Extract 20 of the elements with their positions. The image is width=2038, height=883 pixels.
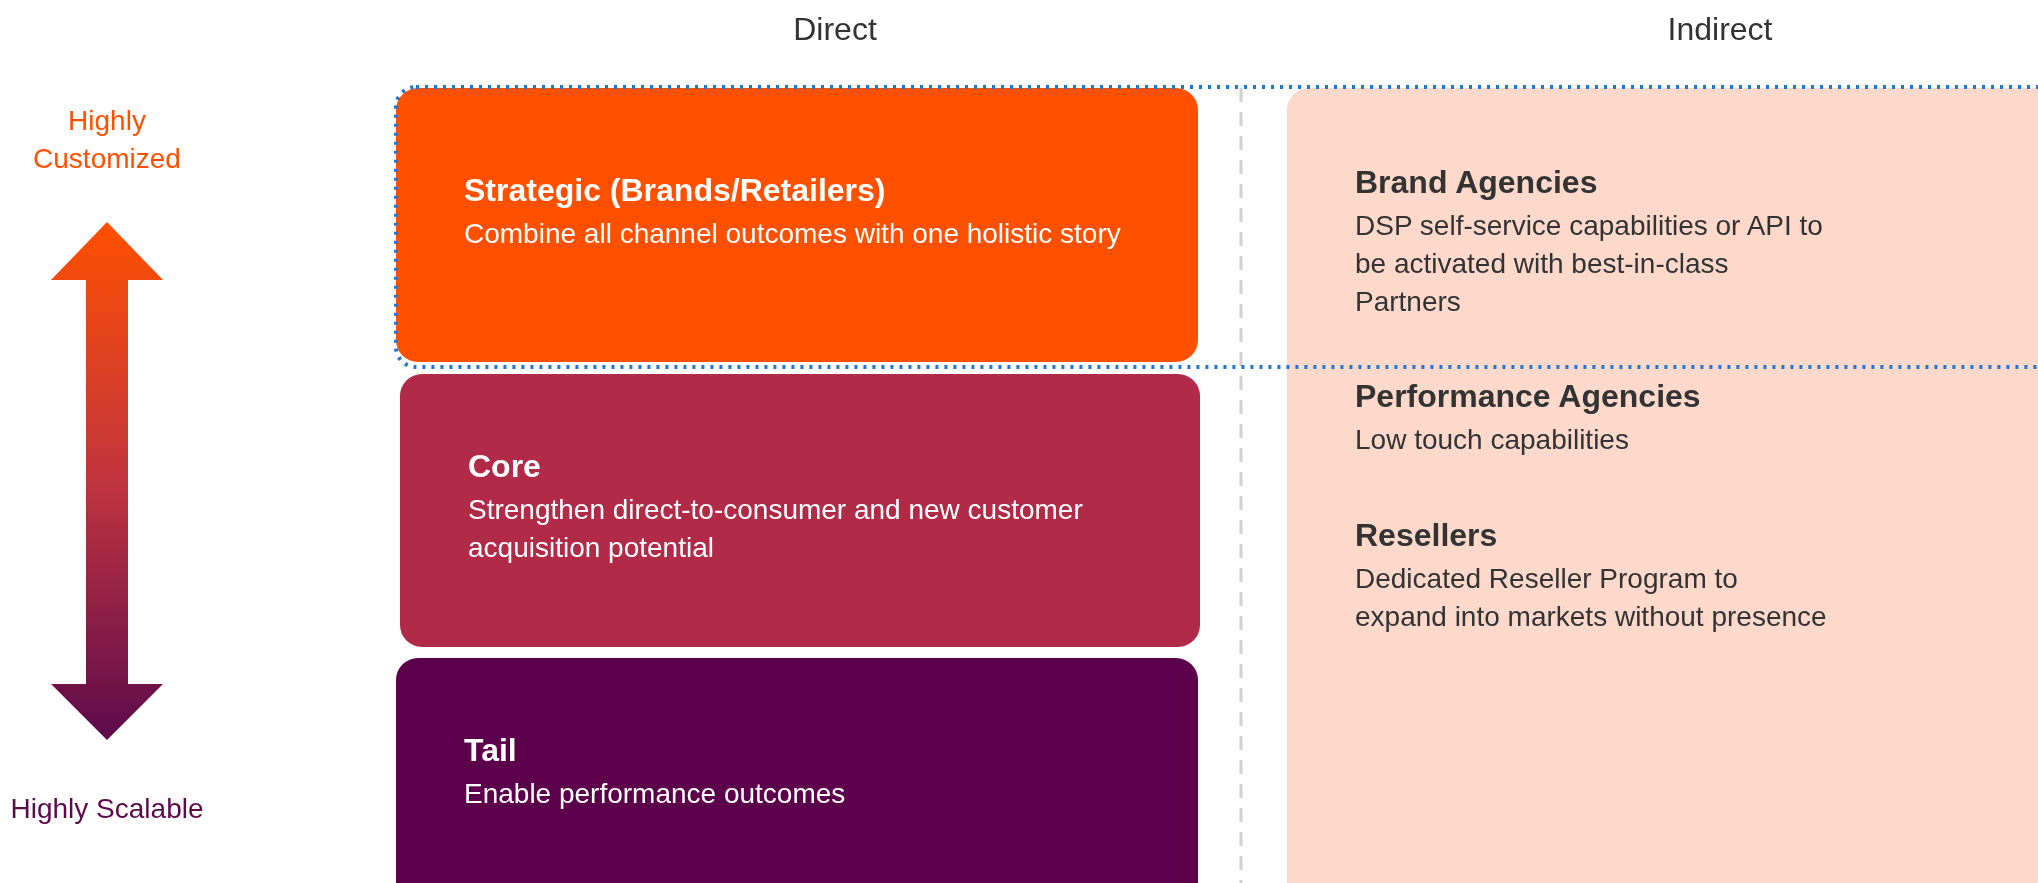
- heading: Performance Agencies: [1355, 378, 1702, 416]
- description: Strengthen direct-to-consumer and new customer acquisition potential: [468, 493, 1084, 565]
- heading: Tail: [464, 732, 518, 769]
- tail-box: [396, 658, 1198, 883]
- strategic-box: [396, 88, 1198, 362]
- scale-label: Highly Customized: [32, 104, 182, 176]
- description: Enable performance outcomes: [464, 777, 847, 811]
- scale-label: Highly Scalable: [9, 792, 205, 826]
- column-heading: Indirect: [1666, 10, 1774, 49]
- description: Combine all channel outcomes with one holistic story: [464, 217, 1122, 251]
- description: DSP self-service capabilities or API to be activated with best-in-class Partners: [1355, 209, 1824, 319]
- heading: Strategic (Brands/Retailers): [464, 172, 887, 209]
- core-box: [400, 374, 1200, 647]
- description: Low touch capabilities: [1355, 423, 1630, 458]
- description: Dedicated Reseller Program to expand into markets without presence: [1355, 562, 1827, 634]
- indirect-panel: [1287, 88, 2038, 883]
- heading: Resellers: [1355, 517, 1499, 555]
- heading: Brand Agencies: [1355, 164, 1599, 201]
- heading: Core: [468, 448, 542, 485]
- column-heading: Direct: [792, 10, 878, 49]
